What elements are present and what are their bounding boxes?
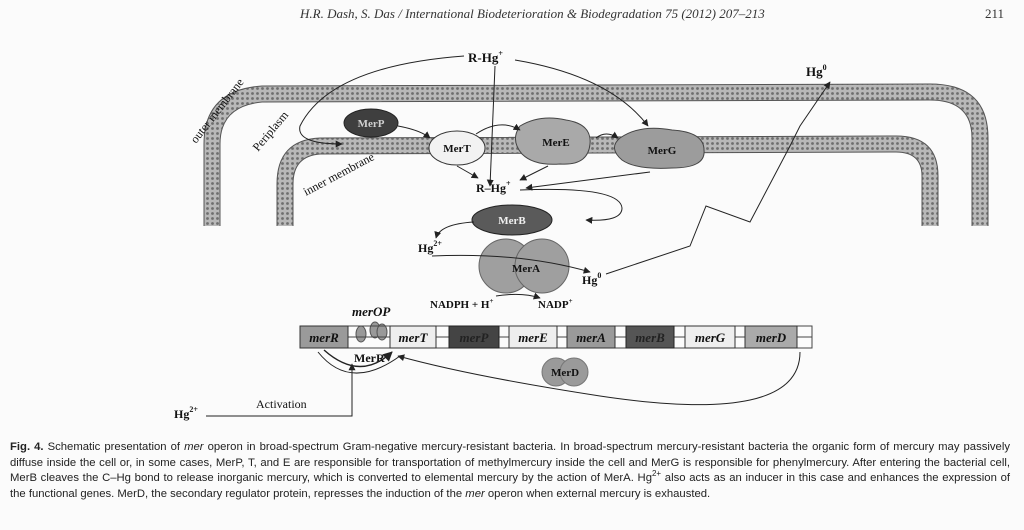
r-hg-inner-label: R–Hg+: [476, 179, 511, 195]
figure-svg: outer membrane Periplasm inner membrane …: [174, 49, 989, 421]
svg-text:MerT: MerT: [443, 143, 471, 155]
gene-merG: merG: [684, 325, 736, 349]
svg-text:MerE: MerE: [542, 137, 569, 149]
caption-text-4: operon when external mercury is exhauste…: [484, 487, 711, 500]
gene-merT: merT: [389, 325, 437, 349]
caption-mer-italic-1: mer: [184, 441, 204, 453]
inner-membrane: [277, 135, 938, 226]
hg2-activation-label: Hg2+: [174, 405, 198, 421]
gene-merP: merP: [448, 325, 500, 349]
merR-protein-label: MerR: [354, 351, 385, 365]
svg-text:merB: merB: [635, 330, 665, 345]
merG-protein: MerG: [614, 127, 705, 169]
svg-text:merR: merR: [309, 330, 339, 345]
caption-hg-superscript: 2+: [651, 469, 662, 479]
merP-protein: MerP: [343, 108, 399, 138]
gene-merR: merR: [299, 325, 349, 349]
merOP-label: merOP: [352, 304, 391, 319]
merA-protein: MerA: [478, 238, 570, 294]
svg-text:merA: merA: [576, 330, 606, 345]
caption-mer-italic-2: mer: [465, 487, 485, 500]
caption-text-1: Schematic presentation of: [43, 441, 185, 453]
nadph-label: NADPH + H+: [430, 297, 493, 311]
svg-text:MerA: MerA: [512, 263, 540, 275]
gene-merE: merE: [508, 325, 558, 349]
hg0-top-label: Hg0: [806, 63, 827, 79]
gene-merD: merD: [744, 325, 798, 349]
outer-membrane: [204, 83, 988, 226]
hg2-merB-label: Hg2+: [418, 239, 442, 255]
r-hg-top-label: R-Hg+: [468, 49, 503, 65]
nadp-label: NADP+: [538, 297, 573, 311]
merD-protein: MerD: [541, 357, 589, 387]
gene-merA: merA: [566, 325, 616, 349]
gene-map: merR merT merP merE merA: [299, 325, 813, 349]
periplasm-label: Periplasm: [250, 108, 292, 154]
svg-text:MerG: MerG: [648, 145, 677, 157]
svg-text:merG: merG: [695, 330, 726, 345]
svg-text:MerP: MerP: [358, 118, 385, 130]
activation-label: Activation: [256, 397, 307, 411]
svg-text:merT: merT: [399, 330, 429, 345]
svg-text:MerB: MerB: [498, 215, 526, 227]
gene-merB: merB: [625, 325, 675, 349]
caption-text-2: operon in broad-spectrum Gram-negative m…: [10, 441, 1010, 485]
running-header: H.R. Dash, S. Das / International Biodet…: [0, 6, 1024, 24]
merB-protein: MerB: [471, 204, 553, 236]
figure-label: Fig. 4.: [10, 441, 44, 453]
caption-text-3: also acts as an inducer in this case and…: [10, 472, 1010, 500]
merT-protein: MerT: [428, 130, 486, 166]
inner-membrane-label: inner membrane: [301, 150, 377, 199]
page-number: 211: [985, 6, 1005, 21]
running-title: H.R. Dash, S. Das / International Biodet…: [300, 6, 765, 21]
merE-protein: MerE: [515, 117, 591, 165]
figure-mer-operon: outer membrane Periplasm inner membrane …: [0, 26, 1024, 426]
svg-text:merP: merP: [460, 330, 490, 345]
hg0-merA-label: Hg0: [582, 271, 601, 287]
svg-text:merE: merE: [518, 330, 548, 345]
figure-caption: Fig. 4. Schematic presentation of mer op…: [10, 440, 1010, 502]
svg-text:merD: merD: [756, 330, 787, 345]
svg-text:MerD: MerD: [551, 367, 579, 379]
